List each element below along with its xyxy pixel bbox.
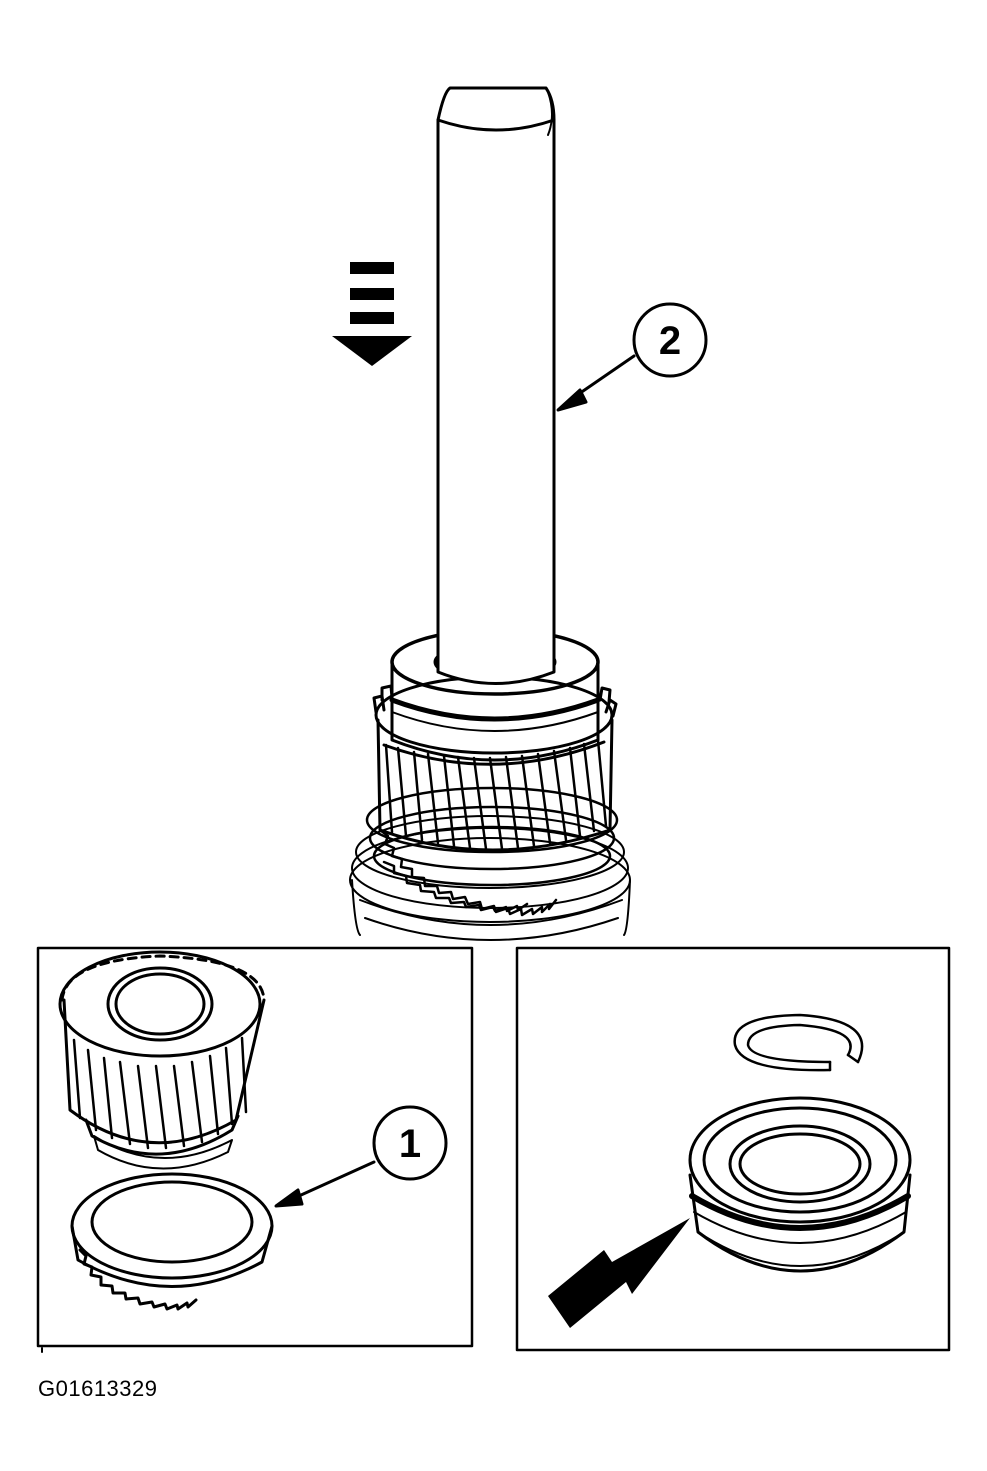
snap-ring [733,1013,864,1072]
installer-tool [436,86,556,685]
install-direction-arrow-icon [548,1218,690,1328]
figure-id: G01613329 [38,1376,158,1401]
callout-2-label: 2 [659,319,681,363]
inset-synchro-ring [70,1172,274,1311]
synchro-rings [365,786,619,917]
helical-gear [372,675,618,852]
inset-left: 1 [36,946,474,1348]
callout-1: 1 [274,1105,448,1208]
main-assembly: 2 [332,86,708,941]
press-direction-arrow-icon [332,262,412,366]
callout-2: 2 [556,302,708,412]
inset-right [515,946,951,1352]
inset-gear [58,950,266,1170]
callout-1-label: 1 [399,1122,421,1166]
inset-bearing [688,1096,912,1273]
